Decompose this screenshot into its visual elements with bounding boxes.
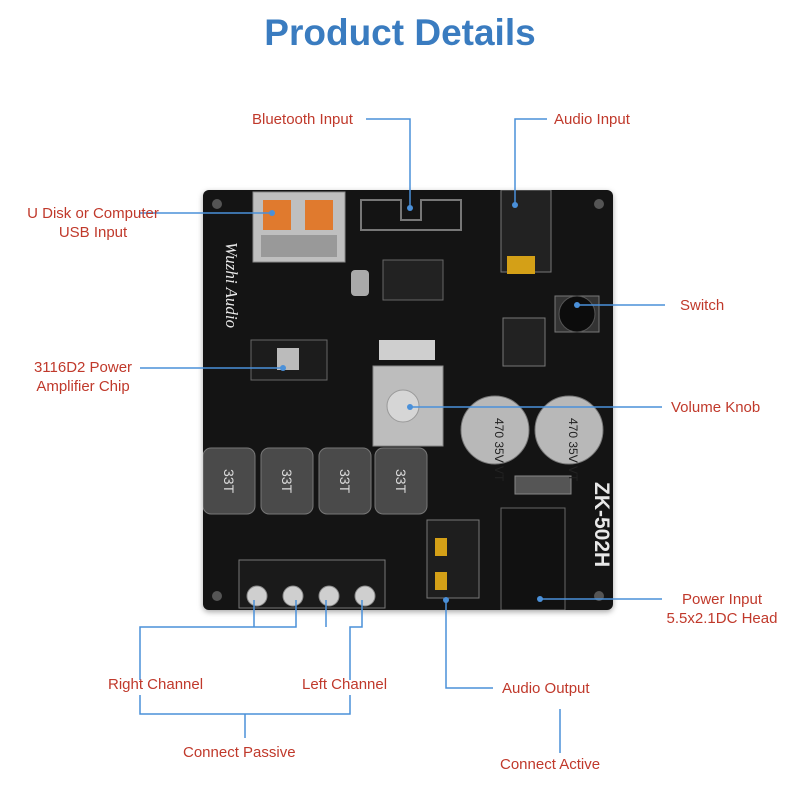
left-channel-bracket <box>349 600 363 680</box>
audio-input-callout <box>514 118 547 205</box>
power-input-label: Power Input 5.5x2.1DC Head <box>654 590 790 628</box>
capacitor-right <box>534 395 604 465</box>
mounting-hole <box>212 199 222 209</box>
jack-pin <box>507 256 535 274</box>
regulator <box>502 317 546 367</box>
switch-label: Switch <box>680 297 725 314</box>
board-components: 470 35V VT 470 35V VT 33T 33T 33T 33T <box>202 189 604 611</box>
inductor <box>202 447 256 515</box>
mounting-hole <box>594 199 604 209</box>
inductor-label: 33T <box>393 469 409 494</box>
passive-bracket <box>139 695 351 715</box>
dc-power-jack <box>500 507 566 611</box>
power-input-line1: Power Input <box>681 591 763 608</box>
bluetooth-callout <box>366 118 411 208</box>
bluetooth-antenna <box>360 199 462 231</box>
inductor-label: 33T <box>337 469 353 494</box>
screw <box>246 585 268 607</box>
bluetooth-chip <box>382 259 444 301</box>
knob-shaft <box>386 389 420 423</box>
right-channel-label: Right Channel <box>108 676 204 693</box>
fuse <box>514 475 572 495</box>
inductor <box>318 447 372 515</box>
amp-chip-line2: Amplifier Chip <box>36 378 130 395</box>
inductor <box>260 447 314 515</box>
screw <box>354 585 376 607</box>
jack-pin <box>435 538 447 556</box>
usb-input-line2: USB Input <box>58 224 128 241</box>
usb-shell <box>261 235 337 257</box>
capacitor-left <box>460 395 530 465</box>
inductor-label: 33T <box>279 469 295 494</box>
inductor <box>374 447 428 515</box>
connect-active-label: Connect Active <box>500 756 601 773</box>
power-input-line2: 5.5x2.1DC Head <box>666 610 778 627</box>
usb-pin <box>305 200 333 230</box>
amplifier-board: 470 35V VT 470 35V VT 33T 33T 33T 33T Wu… <box>202 189 613 611</box>
page-title: Product Details <box>264 12 536 53</box>
usb-pin <box>263 200 291 230</box>
knob-bracket <box>379 340 435 360</box>
crystal <box>351 270 369 296</box>
jack-pin <box>435 572 447 590</box>
left-channel-label: Left Channel <box>302 676 388 693</box>
audio-output-label: Audio Output <box>502 680 590 697</box>
inductor-label: 33T <box>221 469 237 494</box>
screw <box>318 585 340 607</box>
capacitor-label: 470 35V VT <box>492 418 506 482</box>
amp-chip-line1: 3116D2 Power <box>33 359 133 376</box>
volume-knob-label: Volume Knob <box>671 399 761 416</box>
audio-output-callout <box>445 600 493 689</box>
bluetooth-input-label: Bluetooth Input <box>252 111 353 128</box>
capacitor-label: 470 35V VT <box>566 418 580 482</box>
mounting-hole <box>212 591 222 601</box>
amp-chip-label: 3116D2 Power Amplifier Chip <box>18 358 148 396</box>
usb-input-line1: U Disk or Computer <box>27 205 159 222</box>
audio-input-label: Audio Input <box>554 111 630 128</box>
usb-input-label: U Disk or Computer USB Input <box>18 204 168 242</box>
chip-pad <box>277 348 299 370</box>
connect-passive-label: Connect Passive <box>183 744 296 761</box>
screw <box>282 585 304 607</box>
right-channel-bracket <box>139 600 297 680</box>
